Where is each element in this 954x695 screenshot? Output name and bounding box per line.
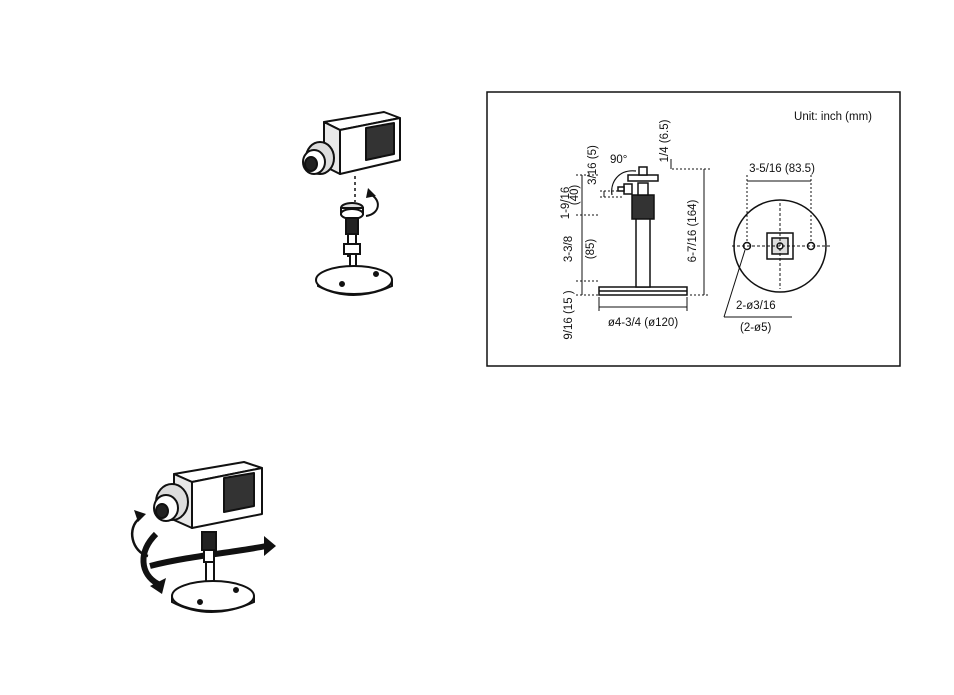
unit-label: Unit: inch (mm) xyxy=(794,111,872,123)
mount-offset-label: 3/16 (5) xyxy=(587,145,599,185)
dimension-diagram: Unit: inch (mm) 90° 1-9/16 xyxy=(486,91,902,369)
angle-label: 90° xyxy=(610,154,627,166)
camera-body xyxy=(154,462,262,528)
hole-spec-mm-label: (2-ø5) xyxy=(740,322,771,334)
stand-base xyxy=(316,266,392,295)
mount-head xyxy=(341,203,363,219)
head-height-label: 1/4 (6.5) xyxy=(659,119,671,162)
mid-height-mm-label: (85) xyxy=(585,239,597,260)
base-height-label: 9/16 (15 ) xyxy=(563,290,575,339)
mid-height-label: 3-3/8 xyxy=(563,236,575,262)
camera-mount-illustration xyxy=(296,104,408,304)
base-diameter-label: ø4-3/4 (ø120) xyxy=(608,317,678,329)
hole-spec-label: 2-ø3/16 xyxy=(736,300,776,312)
upper-height-mm-label: (40) xyxy=(569,185,581,206)
total-height-label: 6-7/16 (164) xyxy=(687,200,699,263)
top-width-label: 3-5/16 (83.5) xyxy=(749,163,815,175)
camera-adjust-illustration xyxy=(118,456,278,622)
camera-body xyxy=(303,112,400,174)
stand-base xyxy=(172,581,254,612)
